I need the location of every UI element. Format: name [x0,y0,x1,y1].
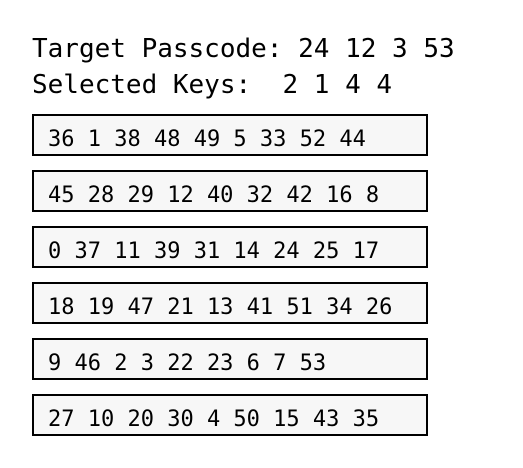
target-passcode-line: Target Passcode: 24 12 3 53 [32,32,455,66]
key-row-5[interactable]: 9 46 2 3 22 23 6 7 53 [32,338,428,380]
target-passcode-value: 24 12 3 53 [298,34,455,64]
target-passcode-label: Target Passcode: [32,34,283,64]
key-row-2[interactable]: 45 28 29 12 40 32 42 16 8 [32,170,428,212]
selected-keys-line: Selected Keys: 2 1 4 4 [32,68,392,102]
key-row-6[interactable]: 27 10 20 30 4 50 15 43 35 [32,394,428,436]
selected-keys-value: 2 1 4 4 [282,70,393,100]
selected-keys-label: Selected Keys: [32,70,252,100]
key-rows: 36 1 38 48 49 5 33 52 44 45 28 29 12 40 … [32,114,428,450]
key-row-1[interactable]: 36 1 38 48 49 5 33 52 44 [32,114,428,156]
key-row-3[interactable]: 0 37 11 39 31 14 24 25 17 [32,226,428,268]
key-row-4[interactable]: 18 19 47 21 13 41 51 34 26 [32,282,428,324]
